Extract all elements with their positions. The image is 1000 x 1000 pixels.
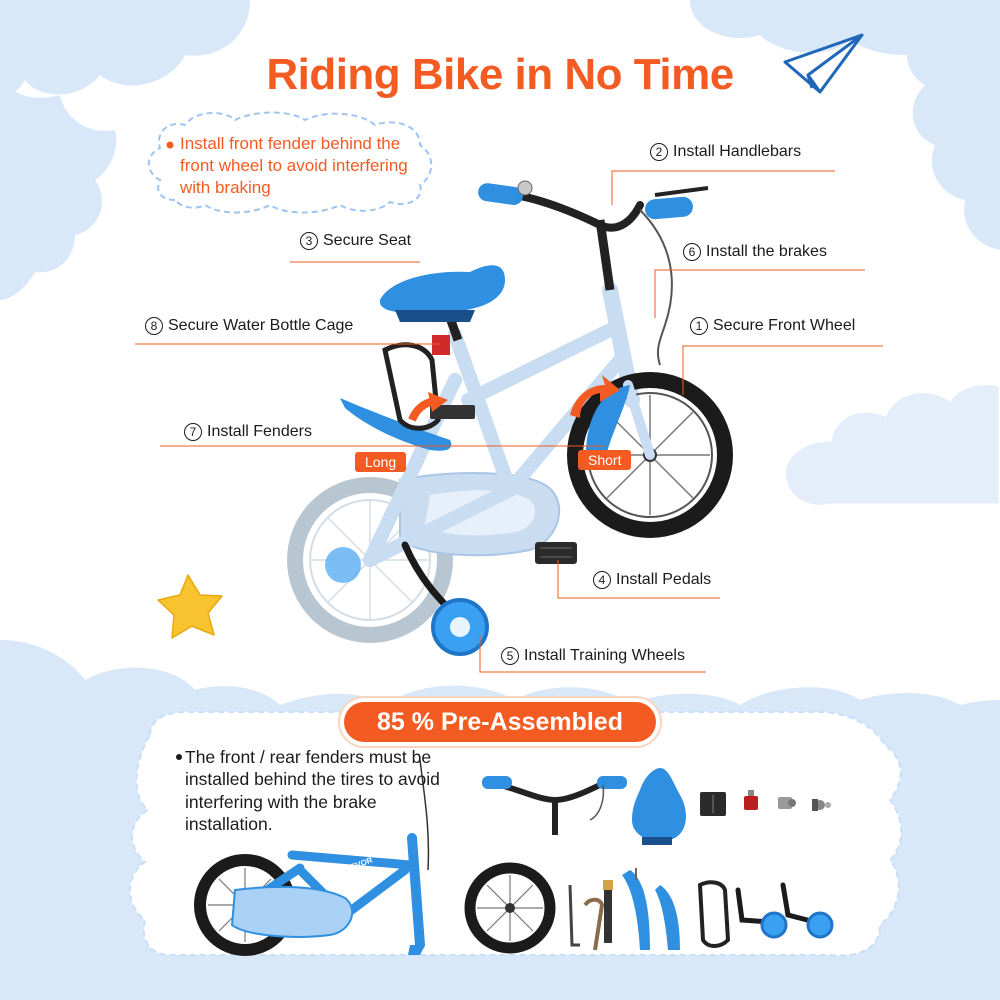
star-icon <box>155 572 225 641</box>
training-wheels-part <box>735 882 834 939</box>
bike-illustration <box>287 180 733 656</box>
step-number: 1 <box>690 317 708 335</box>
callout-training-wheels: 5 Install Training Wheels <box>501 647 685 665</box>
page-title: Riding Bike in No Time <box>266 50 734 99</box>
callout-front-wheel: 1 Secure Front Wheel <box>690 317 855 335</box>
pre-assembled-banner: 85 % Pre-Assembled <box>344 702 656 742</box>
cloud-top-right <box>690 0 1000 250</box>
frame-illustration <box>194 759 430 956</box>
bottle-cage-part <box>697 880 731 948</box>
bullet-dot <box>176 754 182 760</box>
front-wheel-part <box>464 862 556 954</box>
tip-top: Install front fender behind the front wh… <box>180 134 408 197</box>
step-number: 6 <box>683 243 701 261</box>
reflector-part <box>744 790 758 810</box>
callout-label: Secure Front Wheel <box>713 317 856 334</box>
step-number: 2 <box>650 143 668 161</box>
callout-fenders: 7 Install Fenders <box>184 423 312 441</box>
bell-part <box>778 797 796 809</box>
tip-bottom: The front / rear fenders must be install… <box>185 747 440 834</box>
cloud-left-mid <box>0 80 117 300</box>
step-number: 8 <box>145 317 163 335</box>
step-number: 7 <box>184 423 202 441</box>
seat-part <box>632 768 686 845</box>
bullet-dot <box>166 141 174 149</box>
step-number: 3 <box>300 232 318 250</box>
callout-pedals: 4 Install Pedals <box>593 571 711 589</box>
callout-label: Install the brakes <box>706 243 827 260</box>
callout-label: Install Pedals <box>616 571 712 588</box>
handlebar-part <box>482 776 627 835</box>
cloud-top-left <box>0 0 250 100</box>
callout-seat: 3 Secure Seat <box>300 232 411 250</box>
callout-label: Secure Water Bottle Cage <box>168 317 354 334</box>
callout-label: Install Training Wheels <box>524 647 685 664</box>
fender-parts <box>622 868 680 950</box>
callout-lines <box>135 170 883 673</box>
tip-cloud <box>147 111 433 214</box>
step-number: 5 <box>501 647 519 665</box>
callout-label: Secure Seat <box>323 232 412 249</box>
callout-water-bottle-cage: 8 Secure Water Bottle Cage <box>145 317 353 335</box>
pedal-part <box>700 792 726 816</box>
cloud-right-mid <box>782 382 1000 508</box>
callout-brakes: 6 Install the brakes <box>683 243 827 261</box>
fender-tag-short: Short <box>578 450 632 470</box>
callout-label: Install Fenders <box>207 423 312 440</box>
callout-label: Install Handlebars <box>673 143 802 160</box>
step-number: 4 <box>593 571 611 589</box>
fender-tag-long: Long <box>355 452 407 472</box>
paper-plane-icon <box>783 33 864 94</box>
tool-parts <box>568 880 613 951</box>
bolt-part <box>812 799 831 811</box>
callout-handlebars: 2 Install Handlebars <box>650 143 801 161</box>
